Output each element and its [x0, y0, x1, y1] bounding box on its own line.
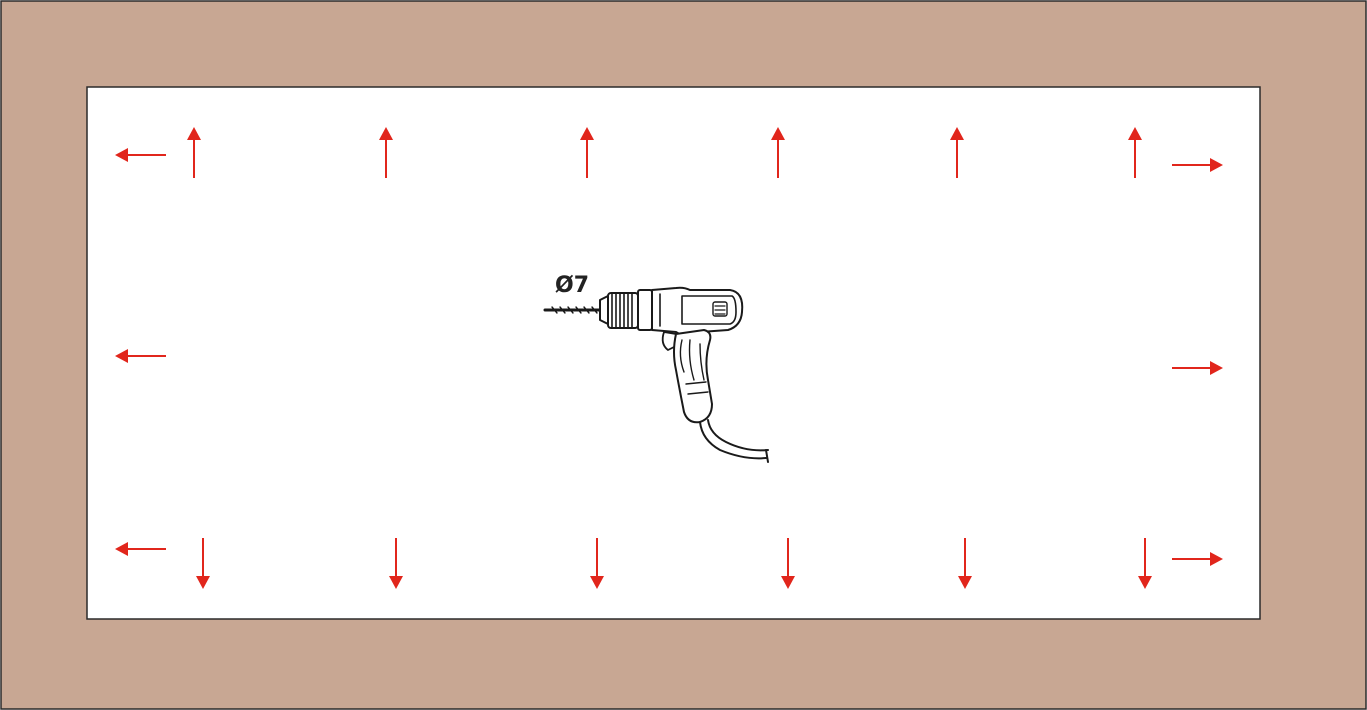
drill-bit-size-label: Ø7 — [555, 273, 589, 298]
